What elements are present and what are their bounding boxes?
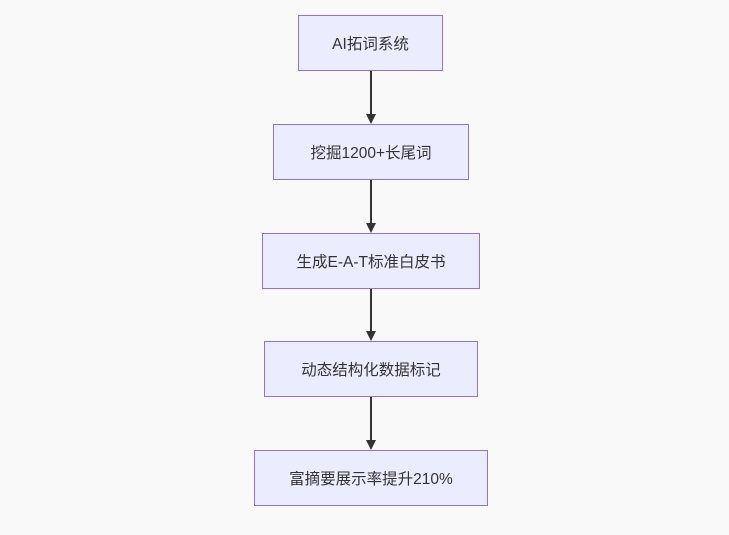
flowchart-node: 生成E-A-T标准白皮书 (262, 233, 480, 289)
flowchart-node-label: 富摘要展示率提升210% (289, 471, 453, 488)
flowchart-node: AI拓词系统 (298, 15, 443, 71)
arrow-line (370, 397, 372, 440)
flow-arrow-connector (365, 289, 377, 341)
flowchart-node-label: 生成E-A-T标准白皮书 (296, 254, 446, 271)
arrowhead-down-icon (366, 223, 376, 233)
flow-arrow-connector (365, 180, 377, 233)
flowchart-node: 动态结构化数据标记 (264, 341, 478, 397)
flowchart-node: 富摘要展示率提升210% (254, 450, 488, 506)
arrow-line (370, 180, 372, 223)
flowchart-node-label: 动态结构化数据标记 (301, 362, 441, 379)
flow-arrow-connector (365, 71, 377, 124)
arrow-line (370, 71, 372, 114)
flowchart-node-label: 挖掘1200+长尾词 (310, 145, 432, 162)
flowchart-node: 挖掘1200+长尾词 (273, 124, 469, 180)
arrow-line (370, 289, 372, 331)
arrowhead-down-icon (366, 331, 376, 341)
flowchart-node-label: AI拓词系统 (332, 36, 409, 53)
arrowhead-down-icon (366, 114, 376, 124)
arrowhead-down-icon (366, 440, 376, 450)
flow-arrow-connector (365, 397, 377, 450)
